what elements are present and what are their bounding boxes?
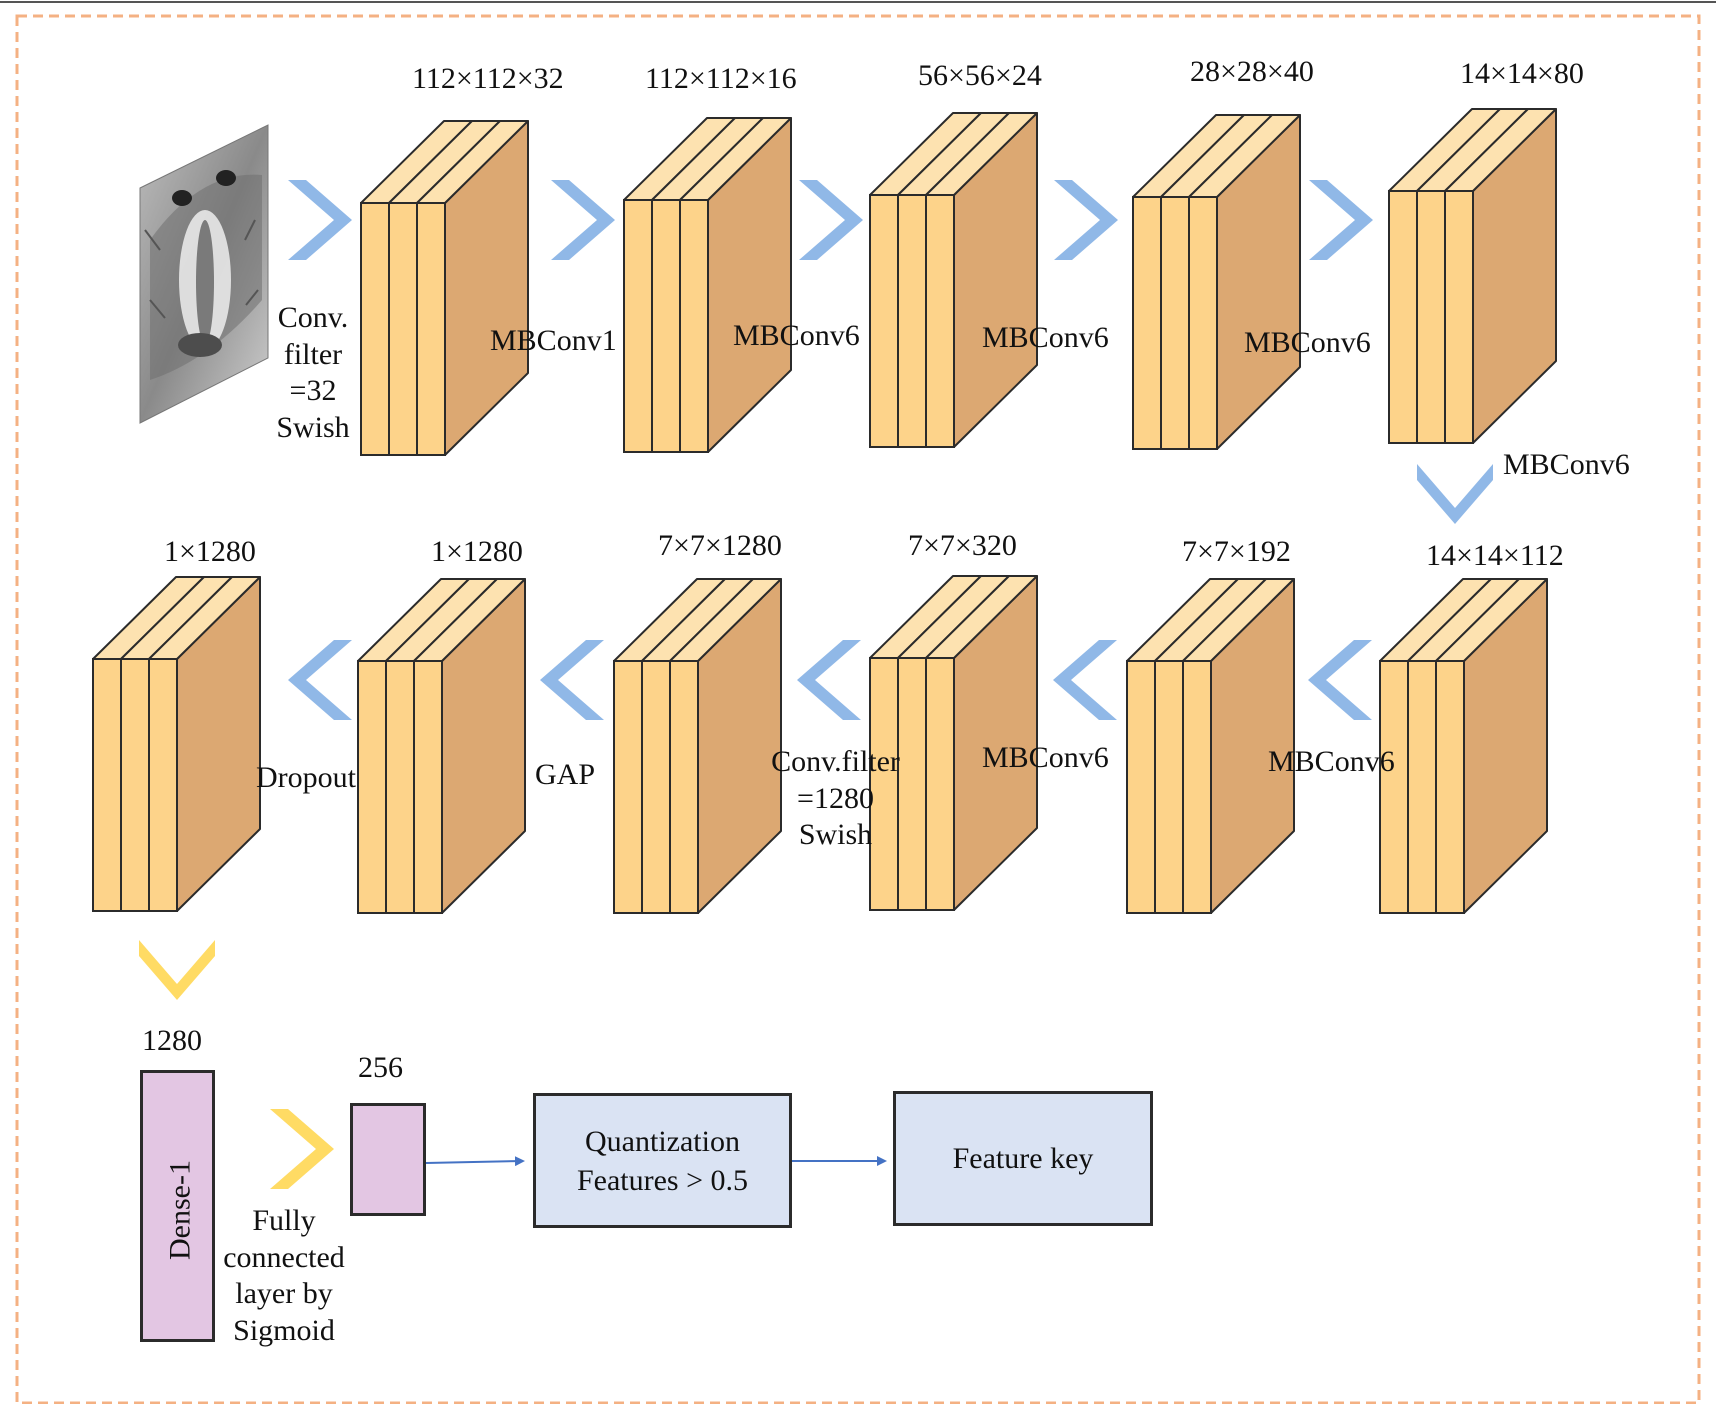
chevron-left-icon: [288, 640, 352, 720]
dense-1-label: Dense-1: [163, 1160, 197, 1260]
row2-dim-4: 7×7×1280: [658, 529, 782, 562]
row1-op-2: MBConv6: [733, 319, 860, 352]
row2-op-3: GAP: [535, 758, 596, 791]
fc-256-layer: [350, 1103, 426, 1216]
outer-dashed-frame: [15, 14, 1701, 1404]
chevron-left-icon: [1053, 640, 1117, 720]
row1-dim-1: 112×112×32: [412, 62, 564, 95]
chevron-down-icon: [139, 940, 215, 1000]
row2-op-1: MBConv6: [1268, 745, 1395, 778]
quantization-threshold: Features > 0.5: [576, 1163, 749, 1197]
chevron-right-icon: [1309, 180, 1373, 260]
block-7x7x1280: [613, 578, 782, 914]
row2-op-2: MBConv6: [982, 741, 1109, 774]
row1-dim-2: 112×112×16: [645, 62, 797, 95]
row1-op-4: MBConv6: [1244, 326, 1371, 359]
block-112x112x16: [623, 117, 792, 453]
chevron-left-icon: [540, 640, 604, 720]
block-7x7x192: [1126, 578, 1295, 914]
quantization-box: Quantization Features > 0.5: [533, 1093, 792, 1228]
input-conv-label: Conv. filter =32 Swish: [276, 301, 350, 444]
block-7x7x320: [869, 575, 1038, 911]
feature-key-box: Feature key: [893, 1091, 1153, 1226]
row1-down-op: MBConv6: [1503, 448, 1630, 481]
chevron-down-icon: [1417, 464, 1493, 524]
chevron-left-icon: [1308, 640, 1372, 720]
dense-dim-label: 1280: [142, 1024, 202, 1057]
chevron-right-icon: [288, 180, 352, 260]
row2-dim-5: 1×1280: [431, 535, 523, 568]
row2-dim-6: 1×1280: [164, 535, 256, 568]
fc-dim-label: 256: [358, 1051, 403, 1084]
row1-op-1: MBConv1: [490, 324, 617, 357]
chevron-right-icon: [799, 180, 863, 260]
block-dropout-1x1280: [92, 576, 261, 912]
chevron-right-icon: [551, 180, 615, 260]
block-56x56x24: [869, 112, 1038, 448]
row1-op-3: MBConv6: [982, 321, 1109, 354]
conv-1280-label: Conv.filter =1280 Swish: [771, 745, 900, 852]
chevron-right-icon: [270, 1109, 334, 1189]
block-112x112x32: [360, 120, 529, 456]
quantization-title: Quantization: [585, 1124, 740, 1158]
block-gap-1x1280: [357, 578, 526, 914]
row1-dim-4: 28×28×40: [1190, 55, 1314, 88]
row1-dim-3: 56×56×24: [918, 59, 1042, 92]
row2-op-4: Dropout: [256, 761, 356, 794]
dense-1-layer: Dense-1: [140, 1070, 215, 1342]
chevron-right-icon: [1054, 180, 1118, 260]
block-14x14x112: [1379, 578, 1548, 914]
row2-dim-1: 14×14×112: [1426, 539, 1564, 572]
block-14x14x80: [1388, 108, 1557, 444]
mandrill-face-image: [139, 124, 269, 424]
fc-sigmoid-label: Fully connected layer by Sigmoid: [223, 1204, 345, 1347]
row2-dim-3: 7×7×320: [908, 529, 1017, 562]
arrow-fc-to-quantization: [425, 1156, 525, 1167]
row2-dim-2: 7×7×192: [1182, 535, 1291, 568]
chevron-left-icon: [797, 640, 861, 720]
row1-dim-5: 14×14×80: [1460, 57, 1584, 90]
block-28x28x40: [1132, 114, 1301, 450]
